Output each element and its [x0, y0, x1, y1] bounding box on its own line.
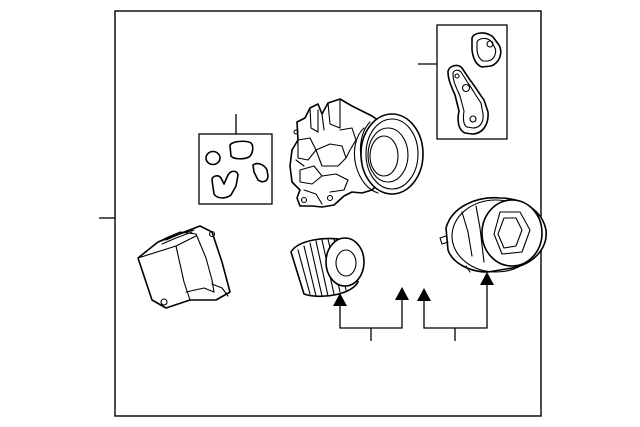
- seal-kit-callout: [198, 114, 273, 205]
- oil-cooler: [137, 225, 231, 309]
- seal-oval: [252, 162, 269, 183]
- filter-housing-assembly: [289, 98, 424, 208]
- seal-rounded-square: [229, 140, 254, 160]
- oil-filter-cap: [439, 196, 547, 273]
- filter-element-callout: [333, 287, 409, 341]
- filter-cap-callout: [417, 272, 494, 341]
- seal-round: [205, 150, 221, 166]
- gasket-set-callout: [418, 24, 508, 140]
- upper-gasket: [471, 32, 502, 68]
- seal-bent: [211, 170, 239, 199]
- oil-filter-element: [290, 237, 365, 298]
- lower-gasket: [447, 64, 489, 135]
- diagram-frame: [114, 10, 542, 417]
